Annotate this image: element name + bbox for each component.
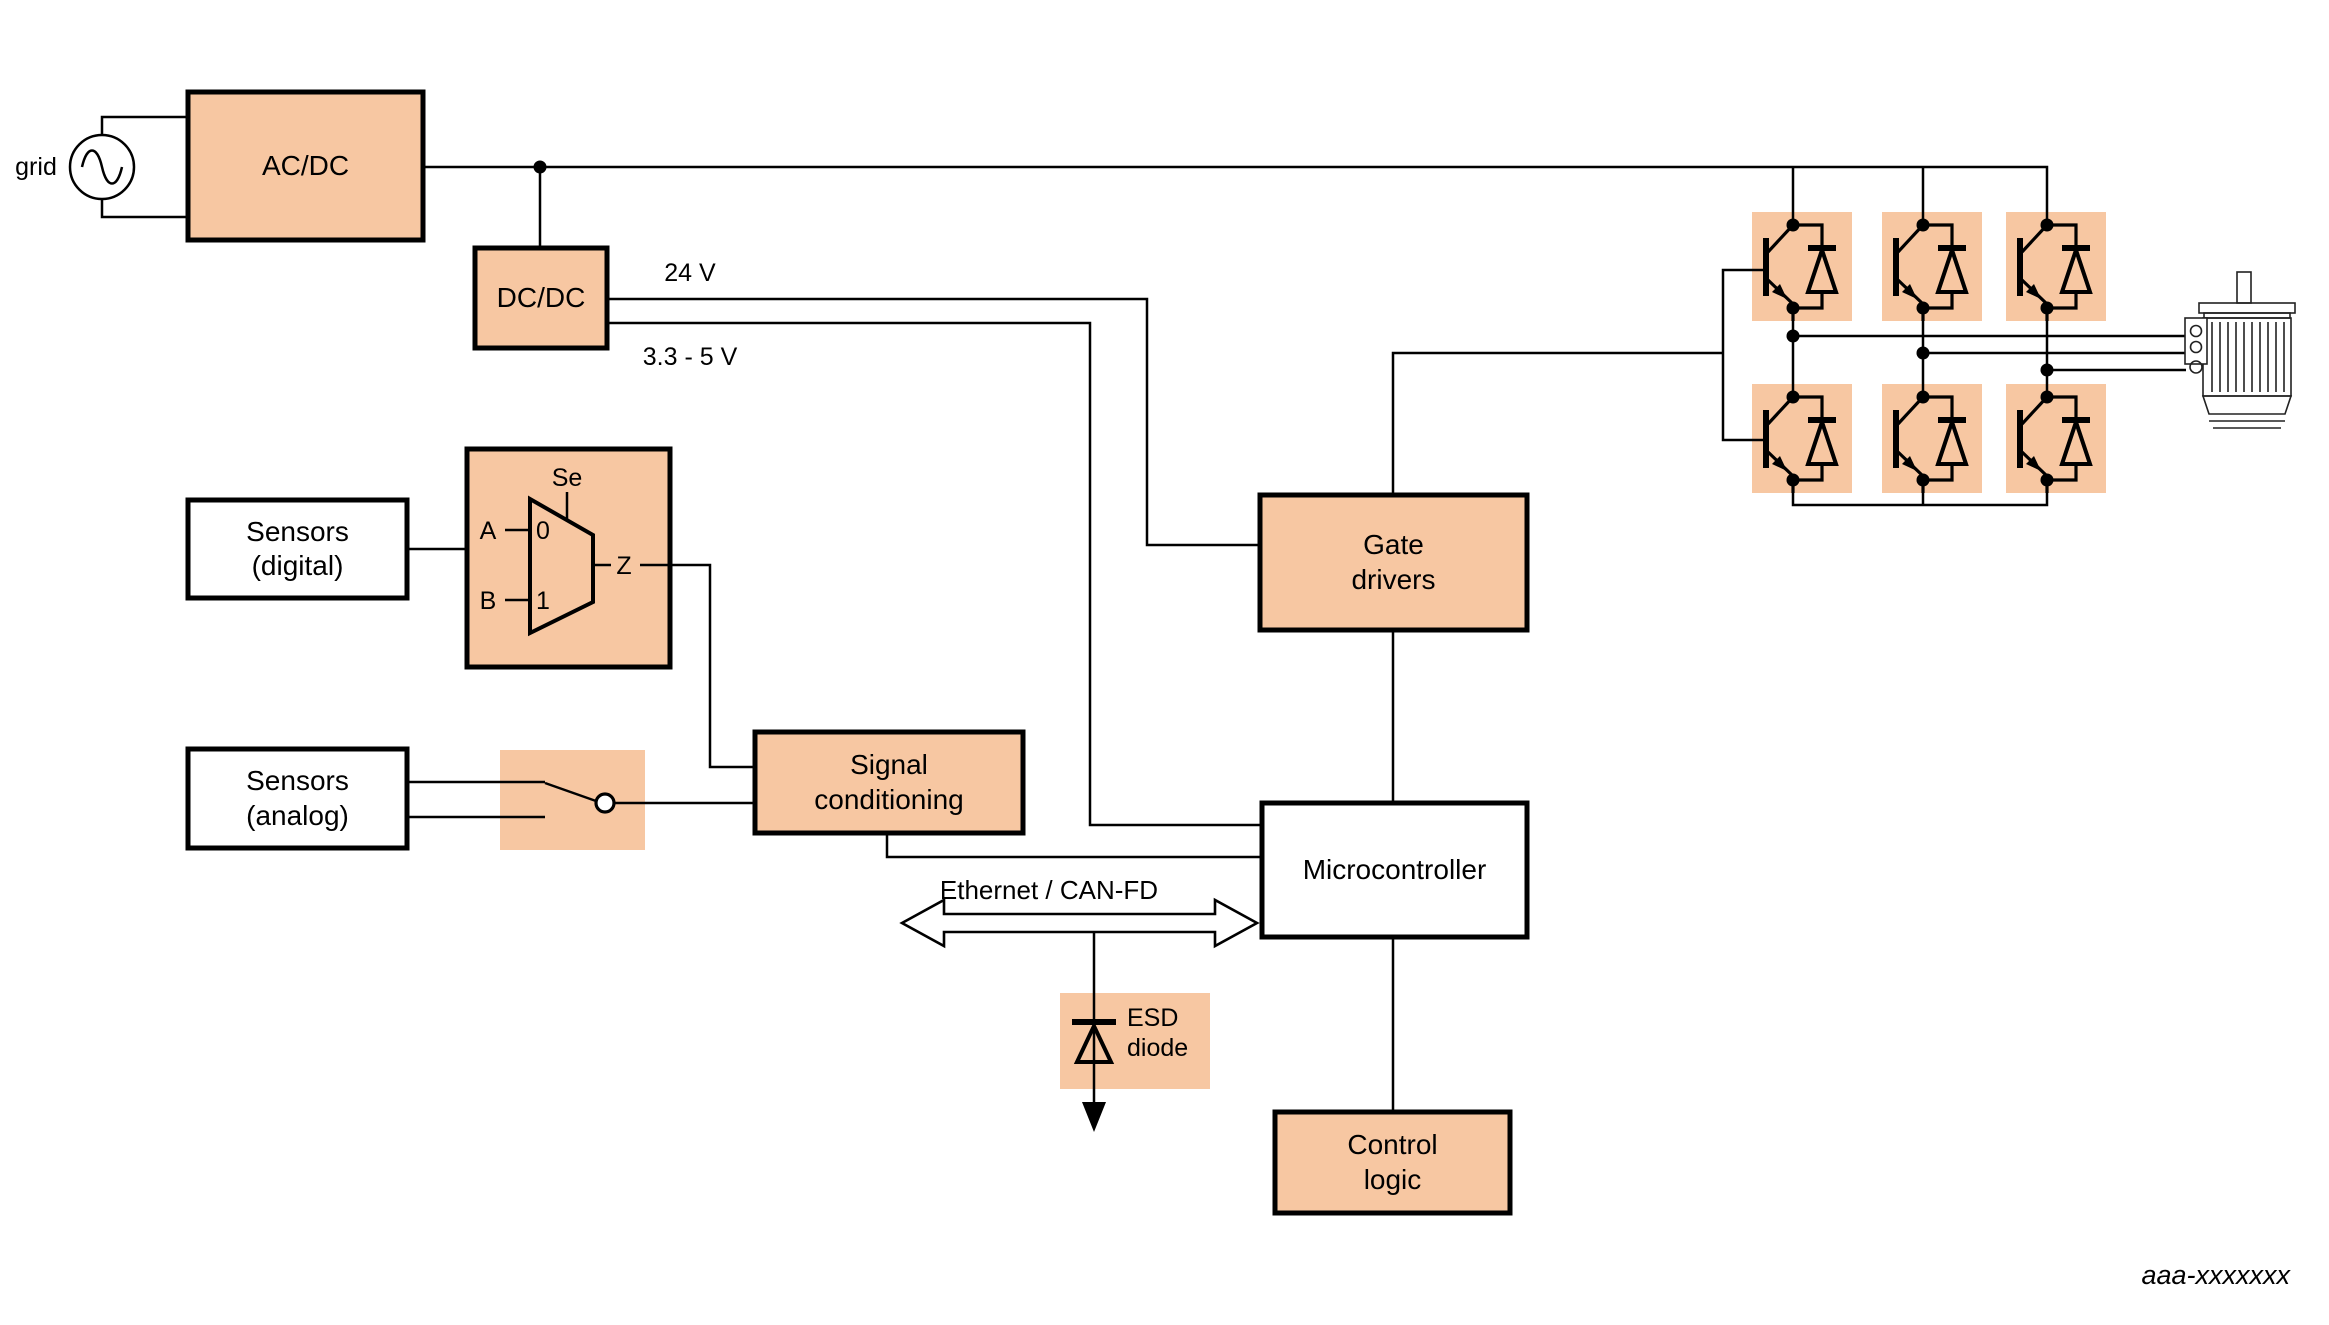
sensors-digital-block xyxy=(185,497,410,601)
igbt-cell-icon xyxy=(2006,384,2106,493)
acdc-label: AC/DC xyxy=(261,149,350,181)
gate-drivers-block xyxy=(1257,492,1530,633)
mux-icon xyxy=(505,492,755,769)
igbt-cell-icon xyxy=(1882,384,1982,493)
sensors-digital-label: Sensors (digital) xyxy=(246,515,349,581)
figure-reference-caption: aaa-xxxxxxx xyxy=(2141,1259,2290,1290)
sensors-analog-block xyxy=(185,746,410,851)
control-logic-label: Control logic xyxy=(1347,1129,1438,1195)
mux-block xyxy=(464,446,673,670)
igbt-cell-icon xyxy=(1752,384,1852,493)
grid-label: grid xyxy=(15,152,57,181)
gate-drive-wires xyxy=(1391,268,1766,1112)
sensors-analog-label: Sensors (analog) xyxy=(246,765,349,831)
motor-icon xyxy=(2184,271,2296,429)
mux-input-b-label: B xyxy=(479,586,497,615)
analog-switch-pad xyxy=(500,750,645,850)
rail-24v-label: 24 V xyxy=(664,258,716,287)
esd-diode-label: ESD diode xyxy=(1127,1003,1189,1063)
mux-pin-0-label: 0 xyxy=(536,516,550,545)
dcdc-label: DC/DC xyxy=(496,281,586,313)
mux-pin-1-label: 1 xyxy=(536,586,550,615)
acdc-block xyxy=(185,89,426,243)
sigcond-mcu-wire xyxy=(885,833,1262,859)
mux-output-label: Z xyxy=(616,551,632,580)
igbt-cell-icon xyxy=(1752,212,1852,321)
gate-drivers-label: Gate drivers xyxy=(1351,529,1436,595)
mux-select-label: Se xyxy=(551,463,583,492)
signal-conditioning-label: Signal conditioning xyxy=(814,749,964,815)
analog-switch-icon xyxy=(544,781,755,814)
dc-bus-wires xyxy=(423,160,2049,248)
phase-wires xyxy=(1786,321,2186,507)
ac-source-icon xyxy=(68,115,188,219)
bus-double-arrow-icon xyxy=(899,897,1260,949)
control-logic-block xyxy=(1272,1109,1513,1216)
igbt-cell-icon xyxy=(2006,212,2106,321)
esd-diode-icon xyxy=(1072,932,1116,1132)
dcdc-block xyxy=(472,245,610,351)
sensor-wires xyxy=(407,547,545,819)
bus-label: Ethernet / CAN-FD xyxy=(939,875,1159,906)
mux-input-a-label: A xyxy=(479,516,497,545)
rail-3v3-5v-label: 3.3 - 5 V xyxy=(642,342,738,371)
microcontroller-block xyxy=(1259,800,1530,940)
igbt-cell-icon xyxy=(1882,212,1982,321)
microcontroller-label: Microcontroller xyxy=(1302,853,1487,885)
signal-conditioning-block xyxy=(752,729,1026,836)
supply-rail-wires xyxy=(607,297,1262,827)
